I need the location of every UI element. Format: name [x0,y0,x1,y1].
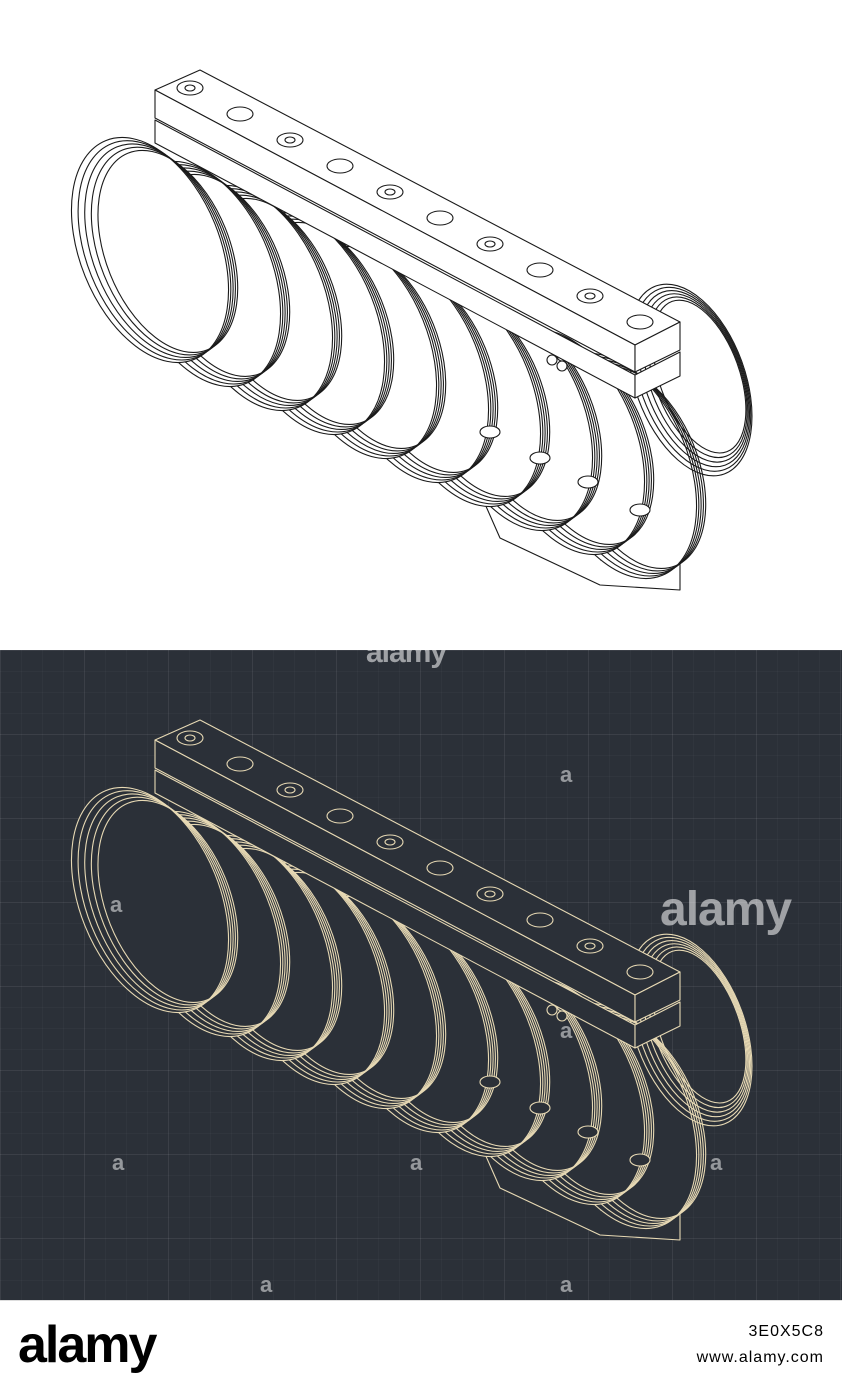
watermark-glyph: a [410,1150,423,1175]
watermark-glyph: a [260,1272,273,1297]
bar-holes [176,80,654,517]
isometric-drawing-dark: alamy alamy a a a a a a a a [0,650,842,1300]
footer-logo: alamy [18,1316,157,1374]
isolator-linework [70,69,753,591]
watermark-glyph: a [560,762,573,787]
watermark-glyph: a [112,1150,125,1175]
footer-url: www.alamy.com [696,1349,824,1366]
wire-rope-isolator-drawing-light [70,69,753,591]
wire-rope-isolator-drawing-dark [70,719,753,1241]
watermark-glyph: a [560,1272,573,1297]
isolator-linework [70,719,753,1241]
wire-rope-coils [70,786,753,1230]
watermark-glyph: a [710,1150,723,1175]
bar-holes [176,730,654,1167]
image-id: 3E0X5C8 [748,1323,824,1340]
watermark-glyph: a [560,1018,573,1043]
watermark-glyph: a [110,892,123,917]
stock-footer: alamy 3E0X5C8 www.alamy.com [0,1300,842,1391]
isometric-drawing-light [0,0,842,650]
watermark-center: alamy [660,883,792,936]
watermark-top: alamy [366,650,447,669]
